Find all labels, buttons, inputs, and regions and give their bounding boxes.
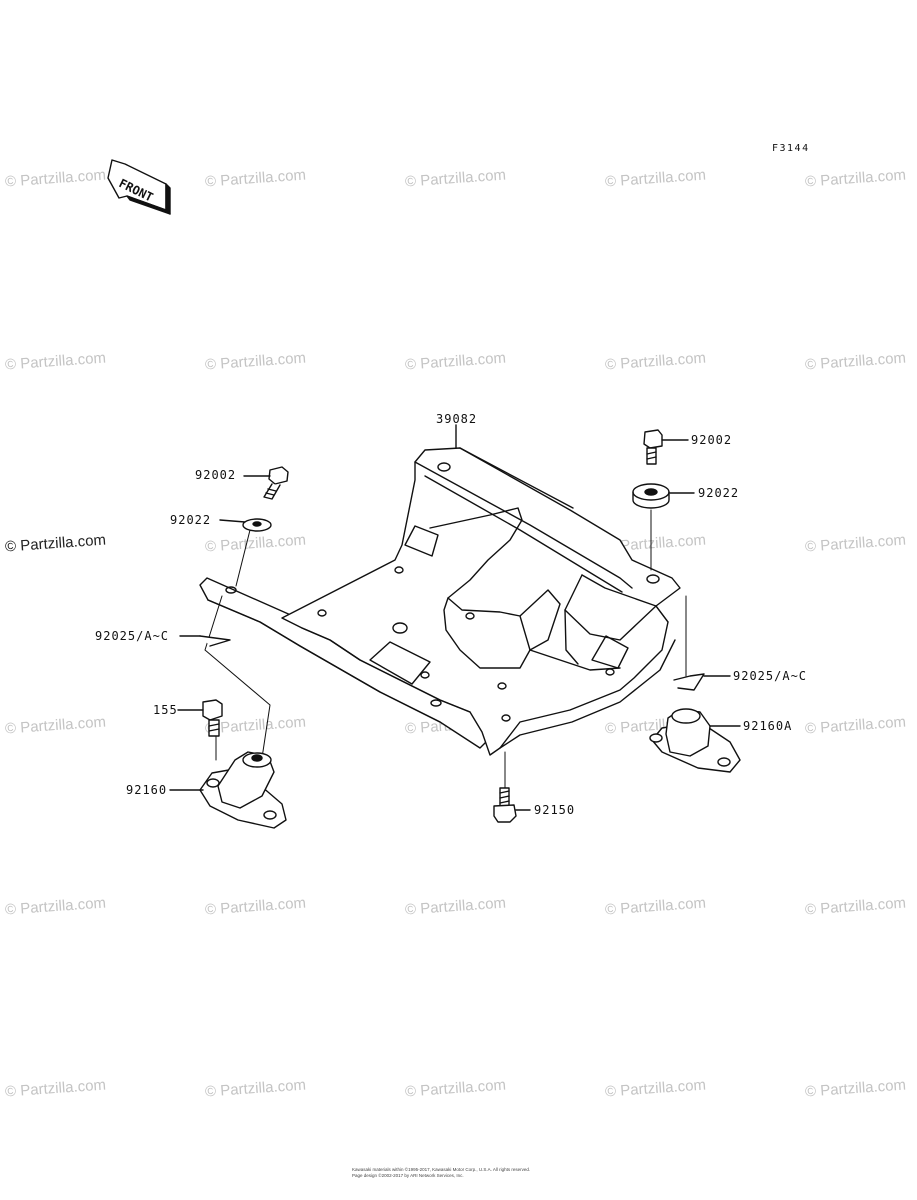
skid-plate xyxy=(199,447,681,756)
mount-92160 xyxy=(199,751,287,829)
copyright-line-2: Page design ©2002-2017 by ARI Network Se… xyxy=(352,1173,464,1178)
part-label-92022-right[interactable]: 92022 xyxy=(698,486,740,500)
part-label-92025-right[interactable]: 92025/A~C xyxy=(733,669,808,683)
bolt-155 xyxy=(202,699,223,737)
clip-92025-right xyxy=(673,673,705,691)
copyright-footer: Kawasaki materials within ©1995-2017, Ka… xyxy=(352,1167,582,1179)
part-label-92025-left[interactable]: 92025/A~C xyxy=(95,629,170,643)
bolt-92002-right xyxy=(643,429,663,465)
part-label-92022-left[interactable]: 92022 xyxy=(170,513,212,527)
part-label-155[interactable]: 155 xyxy=(153,703,178,717)
clip-92025-left xyxy=(199,635,231,647)
part-label-92150[interactable]: 92150 xyxy=(534,803,576,817)
figure-code: F3144 xyxy=(772,143,810,154)
part-label-92160[interactable]: 92160 xyxy=(126,783,168,797)
copyright-line-1: Kawasaki materials within ©1995-2017, Ka… xyxy=(352,1167,531,1172)
bolt-92150 xyxy=(493,787,517,823)
washer-92022-right xyxy=(632,483,670,509)
mount-92160A xyxy=(649,708,741,773)
part-label-92002-left[interactable]: 92002 xyxy=(195,468,237,482)
part-label-92160A[interactable]: 92160A xyxy=(743,719,793,733)
part-label-92002-right[interactable]: 92002 xyxy=(691,433,733,447)
front-arrow-icon: FRONT xyxy=(107,159,171,215)
part-label-39082[interactable]: 39082 xyxy=(436,412,478,426)
bolt-92002-left xyxy=(263,466,289,500)
